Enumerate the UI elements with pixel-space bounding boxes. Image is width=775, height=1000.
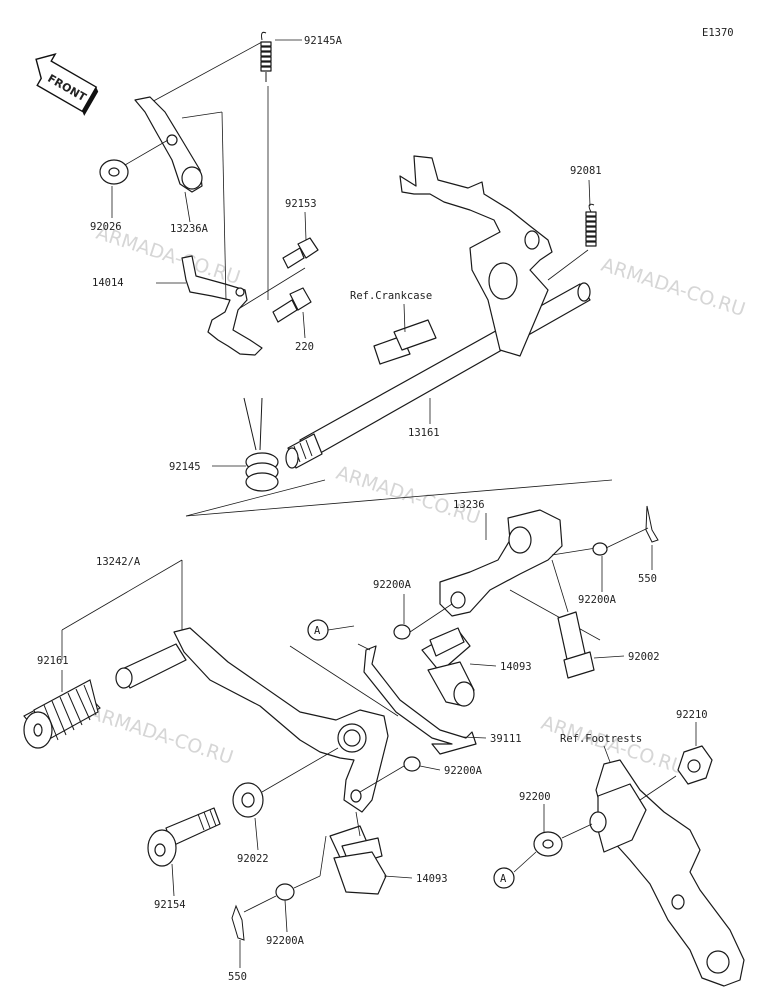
- label-550-bottom: 550: [228, 971, 247, 983]
- rubber-92161: [23, 679, 101, 749]
- link-13236: [439, 509, 563, 617]
- label-92002: 92002: [628, 651, 660, 663]
- roller-13236a: [181, 166, 203, 190]
- crankcase-pin: [373, 319, 437, 365]
- front-arrow-icon: FRONT: [35, 53, 99, 116]
- label-92210: 92210: [676, 709, 708, 721]
- diagram-code: E1370: [702, 27, 734, 39]
- joint-14093-upper: [421, 627, 475, 707]
- label-39111: 39111: [490, 733, 522, 745]
- shift-shaft-13161: [285, 282, 591, 469]
- washer-92200a-upper: [393, 624, 411, 640]
- bolt-92002: [557, 611, 595, 679]
- cotter-pin-550-bottom: [231, 904, 245, 941]
- label-92154: 92154: [154, 899, 186, 911]
- label-14014: 14014: [92, 277, 124, 289]
- label-92081: 92081: [570, 165, 602, 177]
- label-550-top: 550: [638, 573, 657, 585]
- label-92200a-right: 92200A: [578, 594, 617, 606]
- rod-39111: [363, 645, 477, 755]
- shift-arm: [399, 155, 553, 357]
- label-14093-lower: 14093: [416, 873, 448, 885]
- label-220: 220: [295, 341, 314, 353]
- spring-92081: [585, 203, 597, 247]
- shift-pedal-13242a: [173, 627, 389, 813]
- watermark-2: ARMADA-CO.RU: [598, 254, 747, 321]
- washer-92200a-bottom: [275, 883, 295, 901]
- label-92200: 92200: [519, 791, 551, 803]
- label-92200a-bottom: 92200A: [266, 935, 305, 947]
- label-92145: 92145: [169, 461, 201, 473]
- bracket-hole: [166, 134, 178, 146]
- watermark-group: ARMADA-CO.RU ARMADA-CO.RU ARMADA-CO.RU A…: [86, 222, 747, 779]
- label-92153: 92153: [285, 198, 317, 210]
- washer-92200a-mid: [403, 756, 421, 772]
- label-13236a: 13236A: [170, 223, 209, 235]
- bolt-92154: [147, 807, 221, 867]
- lever-14014: [181, 255, 263, 356]
- callout-a-upper-text: A: [314, 625, 321, 637]
- nut-92210: [677, 745, 713, 785]
- label-92200a-mid: 92200A: [444, 765, 483, 777]
- bolt-220: [272, 287, 312, 323]
- spring-92145a: [260, 31, 272, 82]
- spring-92145: [243, 397, 279, 492]
- label-92145a: 92145A: [304, 35, 343, 47]
- bracket-13236a: [134, 96, 203, 193]
- ref-crankcase-label: Ref.Crankcase: [350, 290, 432, 302]
- watermark-4: ARMADA-CO.RU: [86, 702, 235, 769]
- bolt-92153: [282, 237, 319, 269]
- ref-footrests-label: Ref.Footrests: [560, 733, 642, 745]
- label-92022: 92022: [237, 853, 269, 865]
- label-92161: 92161: [37, 655, 69, 667]
- label-13242a: 13242/A: [96, 556, 141, 568]
- label-92026: 92026: [90, 221, 122, 233]
- label-13236: 13236: [453, 499, 485, 511]
- washer-92200a-right: [592, 542, 608, 556]
- joint-14093-lower: [329, 825, 387, 895]
- cotter-pin-550-top: [645, 505, 659, 543]
- callout-a-lower: [493, 867, 515, 889]
- callout-a-lower-text: A: [500, 873, 507, 885]
- label-14093-upper: 14093: [500, 661, 532, 673]
- watermark-3: ARMADA-CO.RU: [333, 462, 482, 529]
- label-13161: 13161: [408, 427, 440, 439]
- label-92200a-upper: 92200A: [373, 579, 412, 591]
